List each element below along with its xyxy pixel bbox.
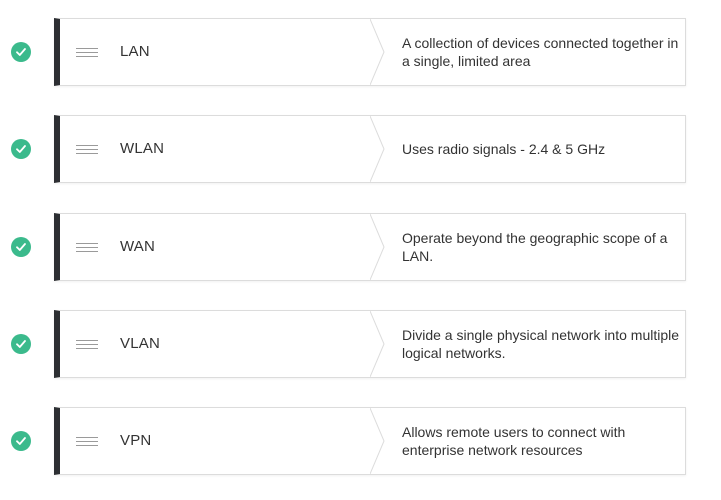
drag-handle-icon[interactable] — [76, 48, 98, 57]
definition-text: Uses radio signals - 2.4 & 5 GHz — [402, 141, 606, 157]
match-card[interactable]: VLAN Divide a single physical network in… — [54, 310, 686, 378]
match-row-vpn: VPN Allows remote users to connect with … — [0, 407, 721, 477]
term-label: VPN — [120, 432, 152, 449]
check-circle-icon — [11, 139, 31, 159]
definition-text: A collection of devices connected togeth… — [402, 35, 679, 69]
term-label: WAN — [120, 238, 156, 255]
chevron-divider — [370, 19, 385, 85]
check-circle-icon — [11, 237, 31, 257]
match-row-lan: LAN A collection of devices connected to… — [0, 18, 721, 88]
definition-text: Operate beyond the geographic scope of a… — [402, 230, 668, 264]
check-circle-icon — [11, 431, 31, 451]
match-card[interactable]: WAN Operate beyond the geographic scope … — [54, 213, 686, 281]
chevron-divider — [370, 116, 385, 182]
check-circle-icon — [11, 334, 31, 354]
match-card[interactable]: LAN A collection of devices connected to… — [54, 18, 686, 86]
match-row-vlan: VLAN Divide a single physical network in… — [0, 310, 721, 380]
drag-handle-icon[interactable] — [76, 437, 98, 446]
match-row-wlan: WLAN Uses radio signals - 2.4 & 5 GHz — [0, 115, 721, 185]
term-label: WLAN — [120, 140, 165, 157]
match-row-wan: WAN Operate beyond the geographic scope … — [0, 213, 721, 283]
check-circle-icon — [11, 42, 31, 62]
match-card[interactable]: VPN Allows remote users to connect with … — [54, 407, 686, 475]
definition-text: Allows remote users to connect with ente… — [402, 424, 626, 458]
chevron-divider — [370, 408, 385, 474]
drag-handle-icon[interactable] — [76, 340, 98, 349]
drag-handle-icon[interactable] — [76, 145, 98, 154]
definition-text: Divide a single physical network into mu… — [402, 327, 680, 361]
drag-handle-icon[interactable] — [76, 243, 98, 252]
match-card[interactable]: WLAN Uses radio signals - 2.4 & 5 GHz — [54, 115, 686, 183]
term-label: LAN — [120, 43, 150, 60]
chevron-divider — [370, 214, 385, 280]
term-label: VLAN — [120, 335, 160, 352]
chevron-divider — [370, 311, 385, 377]
